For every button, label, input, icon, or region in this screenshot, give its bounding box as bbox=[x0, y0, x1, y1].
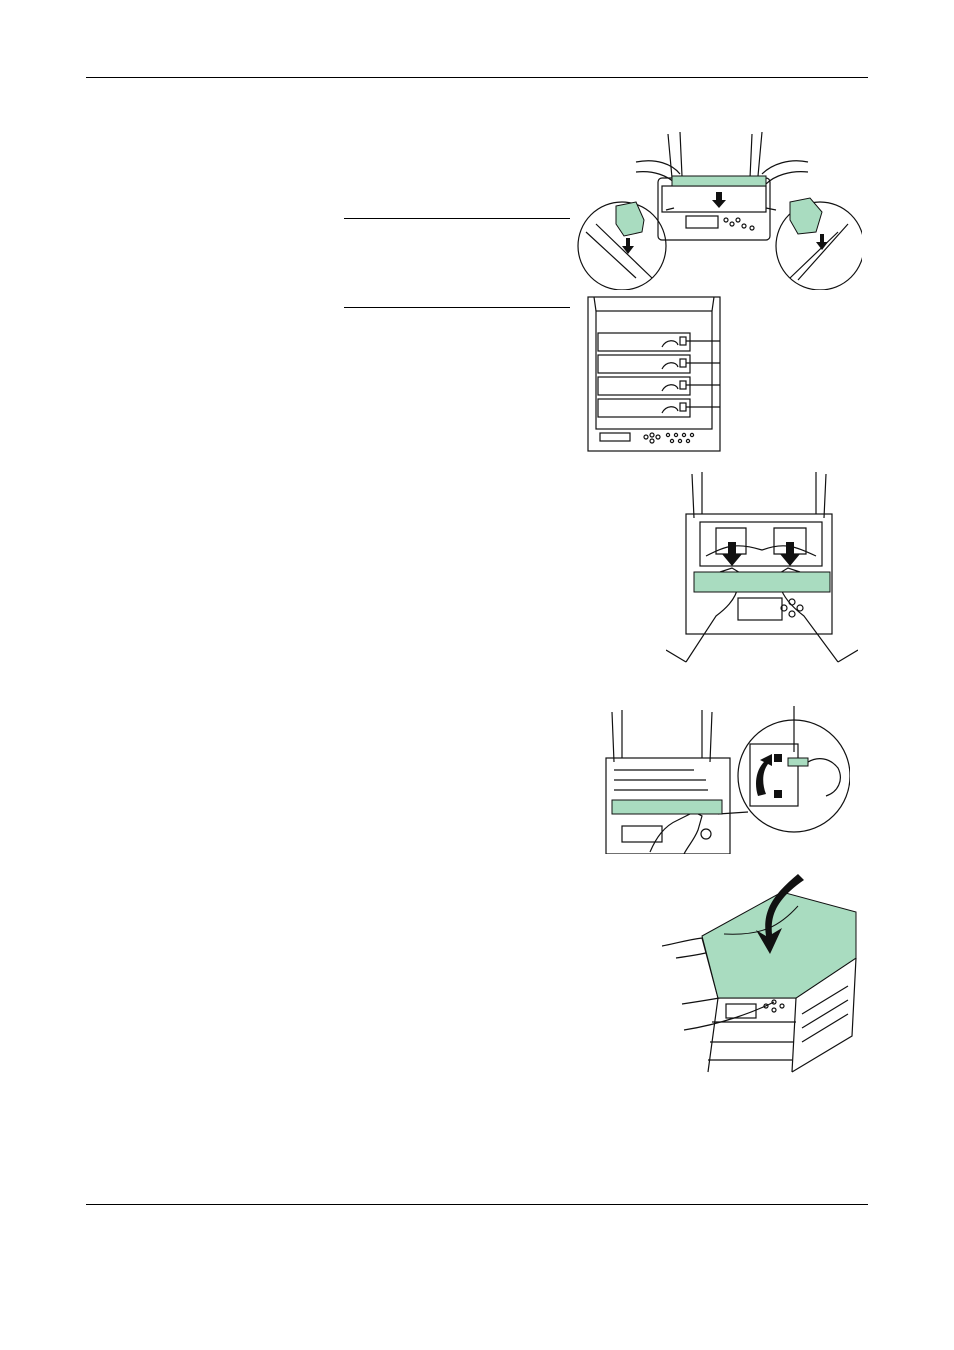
header-rule bbox=[86, 77, 868, 78]
note-top-rule bbox=[344, 218, 570, 219]
press-drum-down-figure bbox=[666, 470, 858, 664]
note-bottom-rule bbox=[344, 307, 570, 308]
developer-slot-diagram bbox=[584, 295, 724, 455]
lock-lever-figure bbox=[598, 706, 850, 854]
close-top-cover-figure bbox=[662, 874, 860, 1074]
footer-rule bbox=[86, 1204, 868, 1205]
install-drum-unit-figure bbox=[576, 128, 862, 290]
